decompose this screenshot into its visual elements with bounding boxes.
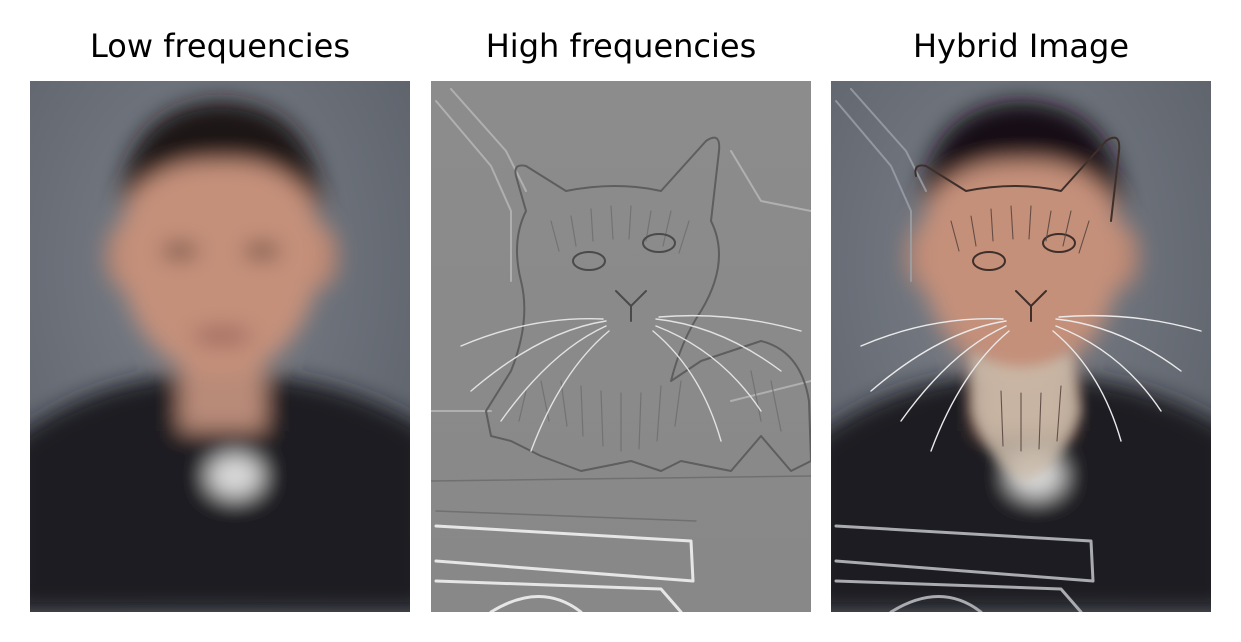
hybrid-image: [831, 81, 1211, 612]
low-frequency-panel: Low frequencies: [30, 0, 410, 642]
hybrid-panel: Hybrid Image: [831, 0, 1211, 642]
panel-title-low: Low frequencies: [90, 27, 350, 65]
high-frequency-image: [431, 81, 811, 612]
panel-title-hybrid: Hybrid Image: [912, 27, 1130, 65]
panel-title-high: High frequencies: [485, 27, 757, 65]
low-frequency-image: [30, 81, 410, 612]
high-frequency-panel: High frequencies: [431, 0, 811, 642]
